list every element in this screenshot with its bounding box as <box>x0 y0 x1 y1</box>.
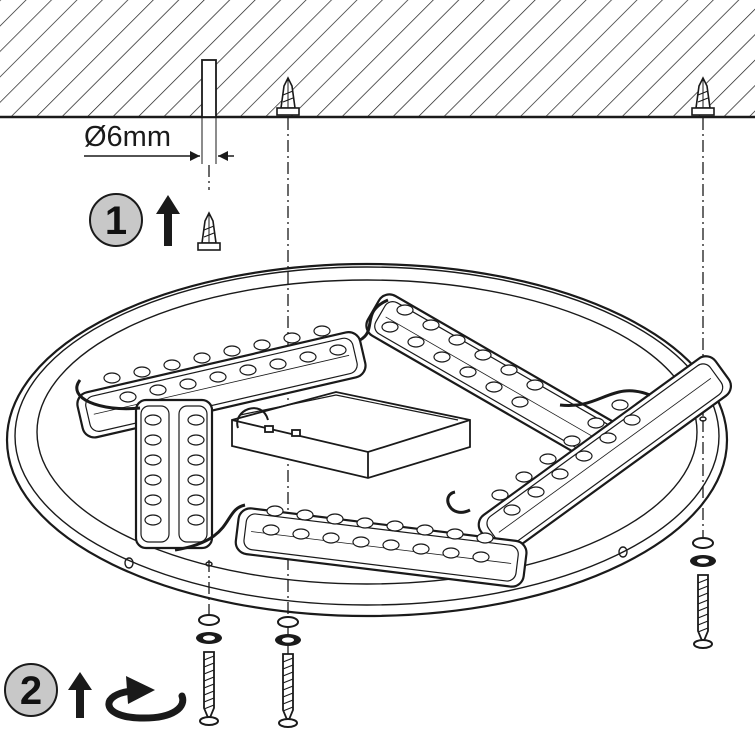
step-number: 1 <box>105 199 127 243</box>
wall-plug-icon <box>197 212 221 251</box>
ceiling <box>0 0 755 119</box>
drill-hole <box>201 59 217 118</box>
step-number: 2 <box>20 669 42 713</box>
step-1: 1 <box>89 193 221 251</box>
drill-dimension-label: Ø6mm <box>84 121 171 153</box>
led-chips <box>103 304 641 563</box>
step-2: 2 <box>4 663 187 722</box>
screw-icon <box>195 614 223 726</box>
rotate-clockwise-icon <box>105 676 187 722</box>
step-badge <box>4 663 58 717</box>
luminaire-base <box>5 262 729 618</box>
screw-icon <box>689 537 717 649</box>
step-badge <box>89 193 143 247</box>
dimension-annotation: Ø6mm <box>84 118 234 164</box>
up-arrow-icon <box>156 195 180 246</box>
led-cables <box>75 298 651 552</box>
up-arrow-icon <box>68 672 92 718</box>
driver-box <box>231 391 471 479</box>
